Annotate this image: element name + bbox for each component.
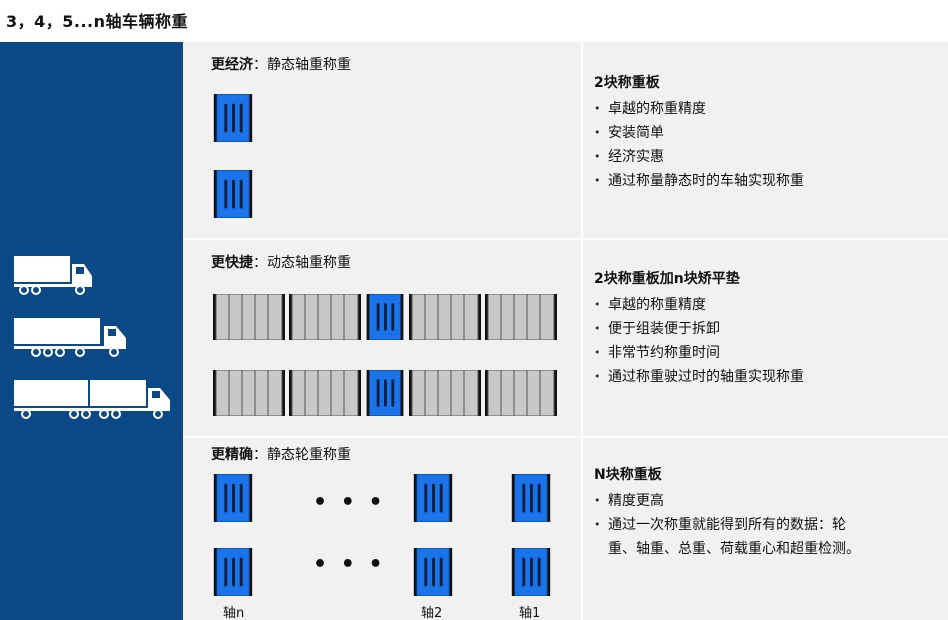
info-block: N块称重板 精度更高 通过一次称重就能得到所有的数据：轮 重、轴重、总重、荷载重…	[594, 464, 860, 561]
section-heading: 更快捷：动态轴重称重	[211, 252, 351, 272]
info-title: 2块称重板加n块矫平垫	[594, 271, 740, 287]
bullet-item: 非常节约称重时间	[594, 341, 804, 365]
bullet-item: 便于组装便于拆卸	[594, 317, 804, 341]
weighing-pad-icon	[213, 474, 253, 522]
info-block: 2块称重板 卓越的称重精度 安装简单 经济实惠 通过称量静态时的车轴实现称重	[594, 72, 804, 193]
bullet-list: 精度更高 通过一次称重就能得到所有的数据：轮 重、轴重、总重、荷载重心和超重检测…	[594, 489, 860, 561]
section-precise: 更精确：静态轮重称重 • • • • • • 轴n 轴2 轴1 N块称重板 精度…	[183, 438, 948, 620]
bullet-item: 通过称量静态时的车轴实现称重	[594, 169, 804, 193]
weighing-pad-icon	[365, 370, 405, 416]
bullet-list: 卓越的称重精度 安装简单 经济实惠 通过称量静态时的车轴实现称重	[594, 97, 804, 193]
weighing-pad-icon	[413, 548, 453, 596]
weighing-pad-icon	[213, 170, 253, 218]
info-title: 2块称重板	[594, 75, 660, 91]
truck-6-axle-icon	[14, 380, 170, 419]
ellipsis-dots: • • •	[313, 490, 386, 515]
bullet-list: 卓越的称重精度 便于组装便于拆卸 非常节约称重时间 通过称重驶过时的轴重实现称重	[594, 293, 804, 389]
vehicle-types-panel	[0, 42, 183, 620]
axle-label: 轴2	[421, 606, 443, 620]
heading-emphasis: 更经济	[211, 57, 253, 73]
leveling-mat-icon	[213, 370, 285, 416]
section-heading: 更经济：静态轴重称重	[211, 54, 351, 74]
heading-text: ：静态轴重称重	[253, 57, 351, 73]
weighing-pad-icon	[365, 294, 405, 340]
weighing-pad-icon	[413, 474, 453, 522]
section-economic: 更经济：静态轴重称重 2块称重板 卓越的称重精度 安装简单 经济实惠 通过称量静…	[183, 42, 948, 238]
column-divider	[581, 438, 583, 620]
axle-label: 轴1	[519, 606, 541, 620]
column-divider	[581, 240, 583, 436]
section-fast: 更快捷：动态轴重称重 2块称重板加n块矫平垫 卓越的称重精度 便于组装便于拆卸 …	[183, 240, 948, 436]
leveling-mat-icon	[213, 294, 285, 340]
truck-2-axle-icon	[14, 256, 92, 295]
bullet-continuation: 重、轴重、总重、荷载重心和超重检测。	[608, 541, 860, 557]
bullet-item: 通过一次称重就能得到所有的数据：轮	[594, 513, 860, 537]
info-block: 2块称重板加n块矫平垫 卓越的称重精度 便于组装便于拆卸 非常节约称重时间 通过…	[594, 268, 804, 389]
bullet-item: 重、轴重、总重、荷载重心和超重检测。	[594, 537, 860, 561]
leveling-mat-icon	[289, 370, 361, 416]
bullet-item: 通过称重驶过时的轴重实现称重	[594, 365, 804, 389]
bullet-item: 精度更高	[594, 489, 860, 513]
info-title: N块称重板	[594, 467, 662, 483]
bullet-item: 卓越的称重精度	[594, 293, 804, 317]
ellipsis-dots: • • •	[313, 552, 386, 577]
leveling-mat-icon	[409, 370, 481, 416]
bullet-item: 经济实惠	[594, 145, 804, 169]
weighing-pad-icon	[213, 94, 253, 142]
section-heading: 更精确：静态轮重称重	[211, 444, 351, 464]
weighing-pad-icon	[511, 548, 551, 596]
truck-4-axle-icon	[14, 318, 126, 357]
weighing-pad-icon	[511, 474, 551, 522]
heading-emphasis: 更精确	[211, 447, 253, 463]
weighing-pad-icon	[213, 548, 253, 596]
page-title: 3，4，5...n轴车辆称重	[6, 12, 189, 31]
bullet-item: 卓越的称重精度	[594, 97, 804, 121]
heading-emphasis: 更快捷	[211, 255, 253, 271]
axle-label: 轴n	[223, 606, 245, 620]
heading-text: ：动态轴重称重	[253, 255, 351, 271]
heading-text: ：静态轮重称重	[253, 447, 351, 463]
column-divider	[581, 42, 583, 238]
bullet-item: 安装简单	[594, 121, 804, 145]
leveling-mat-icon	[485, 294, 557, 340]
leveling-mat-icon	[289, 294, 361, 340]
leveling-mat-icon	[409, 294, 481, 340]
leveling-mat-icon	[485, 370, 557, 416]
